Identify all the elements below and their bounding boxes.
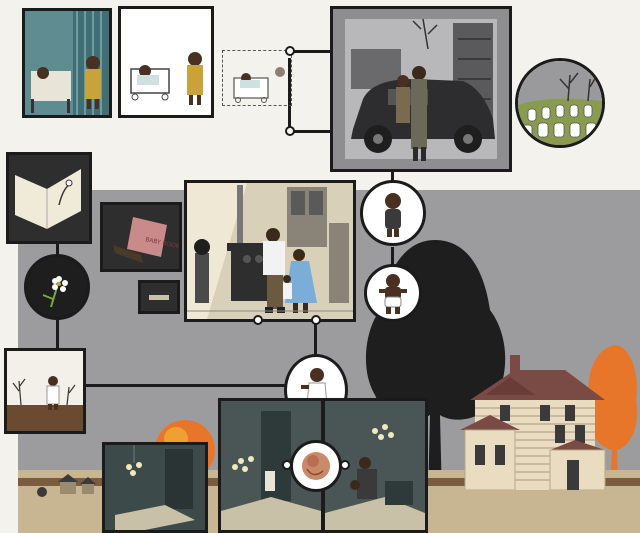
panel-small-object: [138, 280, 180, 314]
sketch-dotted-box: [222, 50, 292, 106]
connector-flower-down: [56, 315, 59, 351]
orange-tree: [587, 345, 638, 490]
connector-node-1: [285, 46, 295, 56]
connector-node-3: [253, 315, 263, 325]
circle-cemetery: [515, 58, 605, 148]
distant-houses: [37, 474, 96, 497]
panel-kitchen: [184, 180, 356, 322]
connector-to-car: [292, 50, 332, 53]
connector-to-car-lower: [292, 130, 332, 133]
circle-baby-standing: [360, 180, 426, 246]
panel-hospital-color: [22, 8, 112, 118]
connector-node-4: [311, 315, 321, 325]
connector-car-to-baby: [391, 170, 394, 188]
panel-soldier-car: [330, 6, 512, 172]
connector-node-6: [340, 460, 350, 470]
connector-node-2: [285, 126, 295, 136]
panel-open-book: [6, 152, 92, 244]
circle-flower: [24, 254, 90, 320]
circle-baby-diaper: [364, 264, 422, 322]
panel-baby-book: BABY BOOK: [100, 202, 182, 272]
victorian-house: [460, 355, 606, 490]
circle-fetus: [290, 440, 342, 492]
connector-kitchen-to-toddler: [314, 320, 317, 356]
connector-node-5: [282, 460, 292, 470]
sketch-hospital: [233, 67, 285, 103]
panel-interior-left: [102, 442, 208, 533]
connector-baby-to-baby: [391, 247, 394, 265]
panel-child-yard: [4, 348, 86, 434]
connector-top-vertical: [288, 58, 291, 134]
panel-hospital-white: [118, 6, 214, 118]
connector-toddler-left: [85, 384, 285, 387]
